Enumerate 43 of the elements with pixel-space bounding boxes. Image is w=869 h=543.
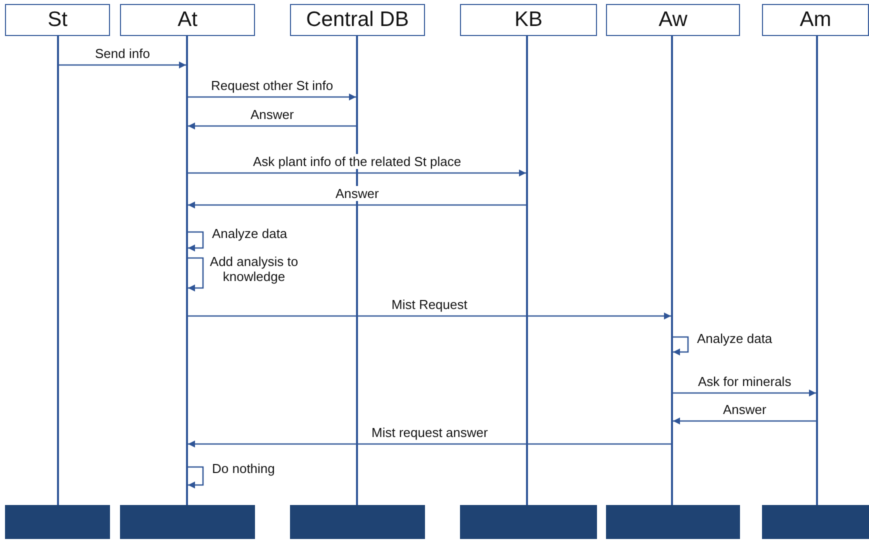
message-arrow [188,170,526,176]
lifeline-header-box: At [120,4,255,36]
message-label: Request other St info [209,78,336,93]
lifeline [186,36,188,505]
message-arrow [188,94,356,100]
message-label: Send info [93,46,152,61]
message-label: Answer [334,186,381,201]
lifeline-footer-bar [460,505,597,539]
message-arrow [188,122,356,130]
self-message-arrow [188,466,204,488]
lifeline [356,36,358,505]
lifeline [57,36,59,505]
message-label: Mist Request [390,297,470,312]
message-arrow [188,312,671,320]
lifeline-header-box: Central DB [290,4,425,36]
message-label: Analyze data [210,226,290,241]
message-label: Answer [721,402,768,417]
message-label: Answer [248,107,296,122]
message-arrow [673,390,816,396]
lifeline-header-box: Am [762,4,869,36]
self-message-arrow [188,231,204,252]
message-arrow [59,62,186,68]
lifeline-footer-bar [606,505,740,539]
lifeline-footer-bar [290,505,425,539]
self-message-arrow [673,336,689,356]
message-label: Mist request answer [370,425,490,440]
lifeline-footer-bar [762,505,869,539]
lifeline [816,36,818,505]
lifeline-header-box: St [5,4,110,36]
message-arrow [673,418,816,424]
message-label: Analyze data [695,331,774,346]
lifeline-header-box: KB [460,4,597,36]
self-message-arrow [188,257,204,292]
message-arrow [188,202,526,208]
message-arrow [188,440,671,448]
message-label: Ask for minerals [696,374,794,389]
message-label: Do nothing [210,461,277,476]
lifeline-header-box: Aw [606,4,740,36]
lifeline-footer-bar [120,505,255,539]
message-label: Ask plant info of the related St place [251,154,464,169]
lifeline [671,36,673,505]
lifeline-footer-bar [5,505,110,539]
lifeline [526,36,528,505]
